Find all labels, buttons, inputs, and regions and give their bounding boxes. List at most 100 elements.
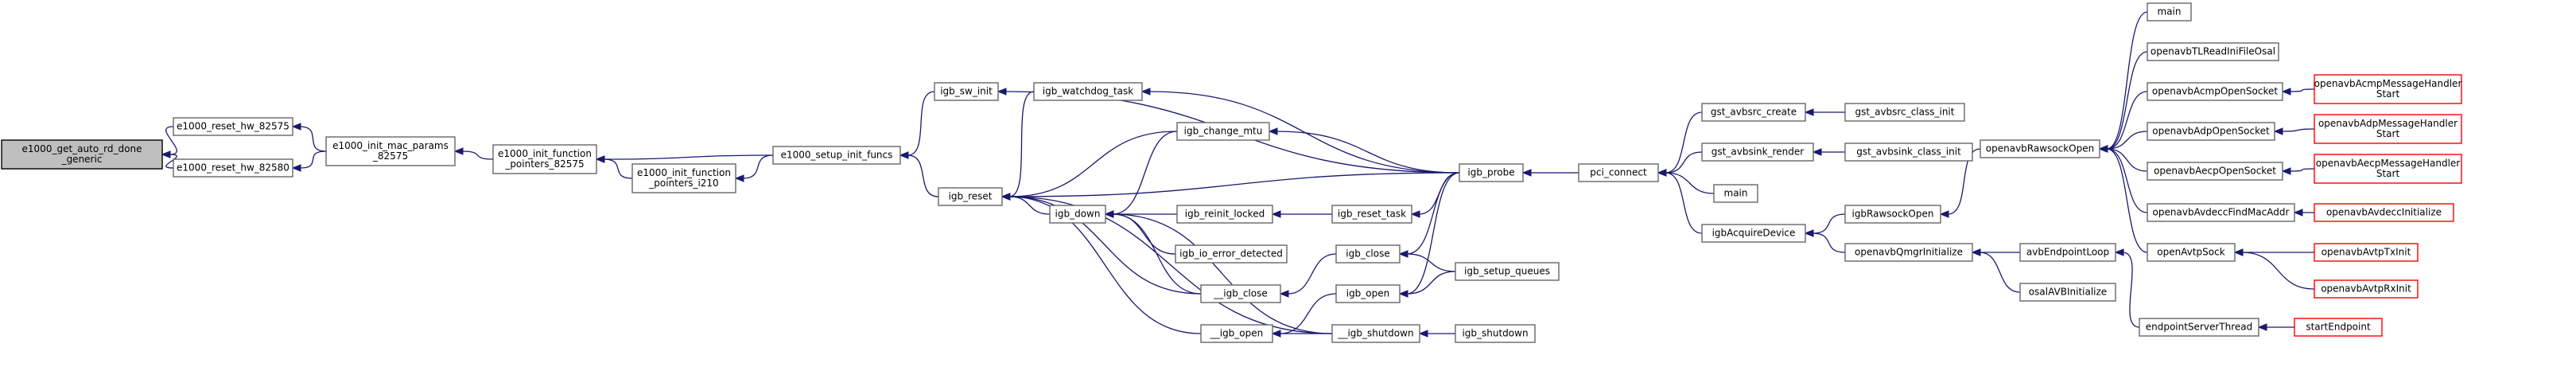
- function-node-open[interactable]: igb_open: [1335, 284, 1401, 303]
- node-box: [492, 144, 597, 174]
- function-node-swinit[interactable]: igb_sw_init: [934, 82, 999, 101]
- call-edge-n_avbsrcclass-to-n_avbsrccreate: [1804, 108, 1845, 116]
- function-node-down[interactable]: igb_down: [1049, 205, 1106, 224]
- node-label: e1000_get_auto_rd_done: [22, 143, 142, 154]
- node-box: [934, 82, 999, 101]
- node-label: Start: [2376, 88, 2400, 100]
- node-box: [772, 146, 901, 165]
- node-label: e1000_init_mac_params: [332, 140, 449, 151]
- arrowhead: [734, 174, 744, 182]
- function-node-changemtu[interactable]: igb_change_mtu: [1176, 122, 1270, 141]
- function-node-pciconnect[interactable]: pci_connect: [1578, 163, 1659, 182]
- function-node-rawsockopen-igb[interactable]: igbRawsockOpen: [1844, 205, 1941, 224]
- node-box: [2314, 279, 2419, 299]
- node-label: openAvtpSock: [2157, 247, 2224, 258]
- function-node-shutdown[interactable]: igb_shutdown: [1455, 324, 1536, 343]
- node-box: [1701, 143, 1814, 162]
- node-label: openavbQmgrInitialize: [1855, 247, 1963, 258]
- node-box: [1980, 139, 2100, 158]
- node-box: [2314, 154, 2462, 184]
- call-edge-n_avdeccinit-to-n_findmac: [2293, 209, 2315, 217]
- node-label: igb_open: [1346, 288, 1390, 299]
- function-node-reset82580[interactable]: e1000_reset_hw_82580: [173, 158, 293, 178]
- node-box: [2147, 122, 2275, 141]
- function-node-osalavb[interactable]: osalAVBInitialize: [2019, 283, 2116, 302]
- function-node-startendpoint[interactable]: startEndpoint: [2294, 318, 2383, 337]
- call-edge-n_watchdog-to-n_reset: [1000, 91, 1035, 201]
- function-node-setupfuncs[interactable]: e1000_setup_init_funcs: [772, 146, 901, 165]
- node-label: openavbTLReadIniFileOsal: [2151, 46, 2275, 57]
- function-node-avdeccinit[interactable]: openavbAvdeccInitialize: [2314, 203, 2454, 222]
- node-label: __igb_open: [1210, 328, 1264, 339]
- function-node-main-pci[interactable]: main: [1713, 184, 1758, 203]
- function-node-avbsinkclass[interactable]: gst_avbsink_class_init: [1844, 143, 1973, 162]
- arrowhead: [2257, 323, 2267, 331]
- call-edge-n_acquire-to-n_pciconnect: [1657, 169, 1703, 234]
- function-node-avtptxinit[interactable]: openavbAvtpTxInit: [2314, 243, 2419, 262]
- function-node-reinit[interactable]: igb_reinit_locked: [1176, 205, 1273, 224]
- call-edge-n_close-to-n___close: [1279, 253, 1337, 298]
- function-node-acmpsock[interactable]: openavbAcmpOpenSocket: [2147, 82, 2283, 101]
- node-label: openavbAvdeccInitialize: [2326, 207, 2442, 218]
- function-node---shutdown[interactable]: __igb_shutdown: [1331, 324, 1420, 343]
- arrowhead: [1268, 127, 1278, 135]
- function-node-aecpsock[interactable]: openavbAecpOpenSocket: [2147, 162, 2283, 181]
- function-node-avbsrccreate[interactable]: gst_avbsrc_create: [1701, 103, 1806, 122]
- node-box: [2019, 283, 2116, 302]
- function-node---open[interactable]: __igb_open: [1200, 324, 1273, 343]
- arrowhead: [453, 147, 464, 155]
- node-box: [1, 139, 163, 170]
- function-node-macparams[interactable]: e1000_init_mac_params_82575: [325, 136, 456, 166]
- call-edge-n_macparams-to-n_reset82575: [291, 123, 327, 152]
- call-edge-n_changemtu-to-n_reset: [1000, 131, 1178, 201]
- arrowhead: [1939, 210, 1949, 218]
- function-node-endpointloop[interactable]: avbEndpointLoop: [2019, 243, 2116, 262]
- function-node-setupqueues[interactable]: igb_setup_queues: [1455, 262, 1560, 281]
- function-node-close[interactable]: igb_close: [1335, 244, 1401, 264]
- arrowhead: [291, 164, 301, 172]
- node-box: [938, 187, 1003, 206]
- function-node-tlread[interactable]: openavbTLReadIniFileOsal: [2147, 42, 2279, 61]
- function-node-findmac[interactable]: openavbAvdeccFindMacAddr: [2147, 203, 2295, 222]
- node-box: [1455, 262, 1560, 281]
- arrowhead: [1804, 229, 1814, 237]
- node-label: igb_watchdog_task: [1043, 86, 1134, 97]
- function-node-avtpsock[interactable]: openAvtpSock: [2147, 243, 2236, 262]
- function-node-probe[interactable]: igb_probe: [1459, 163, 1524, 182]
- node-box: [2147, 42, 2279, 61]
- arrowhead: [1398, 290, 1408, 298]
- call-edge-n_probe-to-n_open: [1398, 172, 1460, 298]
- function-node-fp82575[interactable]: e1000_init_function_pointers_82575: [492, 144, 597, 174]
- function-node-acquire[interactable]: igbAcquireDevice: [1701, 224, 1806, 243]
- call-edge-n_avbsinkclass-to-n_avbsinkrender: [1812, 148, 1845, 156]
- function-node-main-top[interactable]: main: [2147, 2, 2192, 21]
- call-edge-n_serverthread-to-n_endpointloop: [2114, 248, 2140, 328]
- node-label: igbRawsockOpen: [1851, 209, 1933, 220]
- function-node-fpi210[interactable]: e1000_init_function_pointers_i210: [631, 163, 736, 193]
- function-node-qmgr[interactable]: openavbQmgrInitialize: [1844, 243, 1973, 262]
- arrowhead: [2293, 209, 2303, 217]
- function-node-adpsock[interactable]: openavbAdpOpenSocket: [2147, 122, 2275, 141]
- node-box: [1033, 82, 1143, 101]
- function-node-reset[interactable]: igb_reset: [938, 187, 1003, 206]
- function-node---close[interactable]: __igb_close: [1200, 284, 1281, 303]
- function-node-rawsockopen[interactable]: openavbRawsockOpen: [1980, 139, 2100, 158]
- function-node-ioerr[interactable]: igb_io_error_detected: [1175, 244, 1288, 264]
- function-node-serverthread[interactable]: endpointServerThread: [2139, 318, 2259, 337]
- call-edge-n___shutdown-to-n___open: [1271, 330, 1332, 338]
- function-node-avbsrcclass[interactable]: gst_avbsrc_class_init: [1844, 103, 1965, 122]
- node-label: igb_change_mtu: [1184, 126, 1263, 137]
- function-node-resettask[interactable]: igb_reset_task: [1331, 205, 1412, 224]
- node-label: igb_sw_init: [940, 86, 993, 97]
- call-edge-n_changemtu-to-n_down: [1104, 131, 1178, 218]
- function-node-avbsinkrender[interactable]: gst_avbsink_render: [1701, 143, 1814, 162]
- function-node-avtprxinit[interactable]: openavbAvtpRxInit: [2314, 279, 2419, 299]
- node-label: igb_probe: [1467, 167, 1514, 178]
- function-node-watchdog[interactable]: igb_watchdog_task: [1033, 82, 1143, 101]
- node-label: _generic: [61, 154, 103, 165]
- function-node-reset82575[interactable]: e1000_reset_hw_82575: [173, 117, 293, 136]
- call-edge-n_fpi210-to-n_fp82575: [595, 155, 633, 179]
